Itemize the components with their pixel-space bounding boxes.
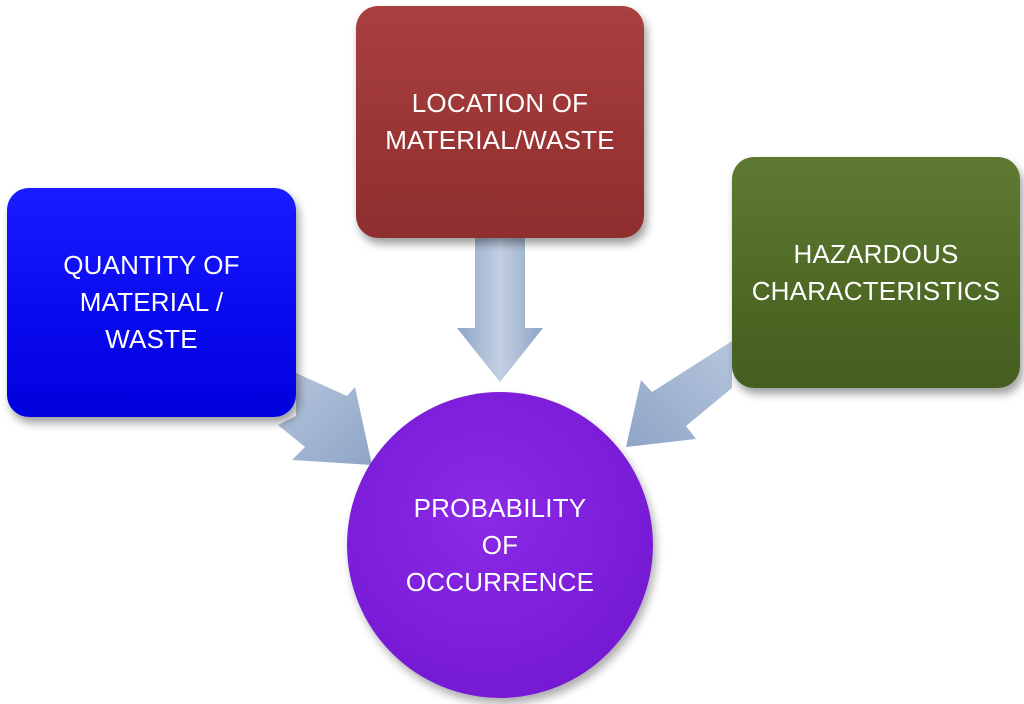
arrow-hazardous-to-probability <box>626 341 732 447</box>
node-location-of-material-waste: LOCATION OF MATERIAL/WASTE <box>356 6 644 238</box>
node-quantity-of-material-waste: QUANTITY OF MATERIAL / WASTE <box>7 188 296 417</box>
node-quantity-label: QUANTITY OF MATERIAL / WASTE <box>63 250 240 354</box>
node-probability-label: PROBABILITY OF OCCURRENCE <box>405 492 595 597</box>
arrow-location-to-probability <box>457 238 543 382</box>
arrow-quantity-to-probability <box>278 373 372 465</box>
node-hazardous-label: HAZARDOUS CHARACTERISTICS <box>751 238 1001 306</box>
node-location-label: LOCATION OF MATERIAL/WASTE <box>385 88 615 155</box>
node-hazardous-characteristics: HAZARDOUS CHARACTERISTICS <box>732 157 1020 388</box>
node-probability-of-occurrence: PROBABILITY OF OCCURRENCE <box>347 392 653 698</box>
